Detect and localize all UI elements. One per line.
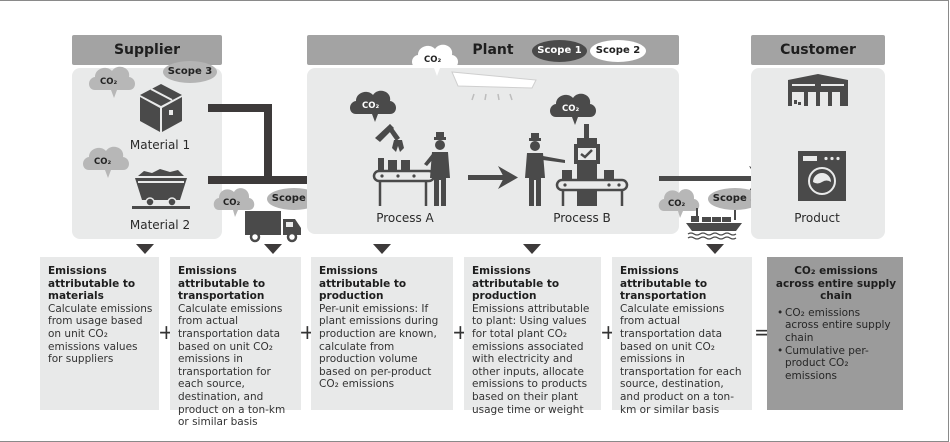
co2-label: CO₂ bbox=[562, 104, 579, 114]
co2-label: CO₂ bbox=[223, 198, 240, 208]
down-arrow-icon bbox=[523, 244, 541, 254]
box-title: Emissions attributable to materials bbox=[48, 265, 136, 303]
box-title: Emissions attributable to production bbox=[319, 265, 407, 303]
scope2-badge: Scope 2 bbox=[590, 40, 646, 62]
box-title: Emissions attributable to production bbox=[472, 265, 560, 303]
co2-label: CO₂ bbox=[94, 157, 111, 167]
co2-label: CO₂ bbox=[424, 55, 441, 65]
supplier-scope-text: Scope 3 bbox=[167, 66, 213, 77]
washing-machine-icon bbox=[798, 151, 846, 201]
process-b-label: Process B bbox=[553, 211, 611, 225]
box-body: Calculate emissions from usage based on … bbox=[48, 302, 153, 366]
total-emissions-box: CO₂ emissions across entire supply chain… bbox=[767, 257, 903, 410]
down-arrow-icon bbox=[706, 244, 724, 254]
emissions-box-production-per-unit: Emissions attributable to production Per… bbox=[311, 257, 453, 410]
box-body: Calculate emissions from actual transpor… bbox=[620, 302, 742, 416]
co2-cloud-icon: CO₂ bbox=[550, 93, 596, 125]
box-title: Emissions attributable to transportation bbox=[178, 265, 266, 303]
down-arrow-icon bbox=[136, 244, 154, 254]
process-a-label: Process A bbox=[376, 211, 434, 225]
scope1-badge: Scope 1 bbox=[532, 40, 587, 62]
inspection-machine-icon bbox=[525, 124, 629, 206]
scope2-text: Scope 2 bbox=[595, 45, 641, 56]
customer-header: Customer bbox=[751, 35, 885, 65]
co2-cloud-icon: CO₂ bbox=[83, 146, 129, 178]
plant-title: Plant bbox=[472, 42, 514, 58]
down-arrow-icon bbox=[264, 244, 282, 254]
box-title: Emissions attributable to transportation bbox=[620, 265, 708, 303]
co2-cloud-icon: CO₂ bbox=[213, 188, 255, 217]
transport2-scope-badge: Scope 3 bbox=[708, 188, 762, 210]
material-1-label: Material 1 bbox=[129, 138, 191, 152]
total-bullet-list: CO₂ emissions across entire supply chain… bbox=[775, 307, 897, 383]
scope1-text: Scope 1 bbox=[537, 45, 582, 56]
material-2-label: Material 2 bbox=[129, 218, 191, 232]
box-body: Per-unit emissions: If plant emissions d… bbox=[319, 302, 439, 391]
emissions-box-materials: Emissions attributable to materials Calc… bbox=[40, 257, 159, 410]
supplier-scope-badge: Scope 3 bbox=[163, 61, 217, 83]
emissions-box-transportation-1: Emissions attributable to transportation… bbox=[170, 257, 301, 428]
transport1-scope-text: Scope 3 bbox=[271, 193, 317, 204]
emissions-box-transportation-2: Emissions attributable to transportation… bbox=[612, 257, 752, 416]
down-arrow-icon bbox=[373, 244, 391, 254]
warehouse-icon bbox=[788, 74, 848, 106]
total-bullet: Cumulative per-product CO₂ emissions bbox=[777, 345, 897, 383]
box-body: Emissions attributable to plant: Using v… bbox=[472, 302, 590, 416]
emissions-box-production-plant: Emissions attributable to production Emi… bbox=[464, 257, 601, 416]
robot-arm-conveyor-icon bbox=[372, 124, 450, 206]
product-label: Product bbox=[794, 211, 840, 225]
co2-label: CO₂ bbox=[362, 101, 379, 111]
box-body: Calculate emissions from actual transpor… bbox=[178, 302, 286, 429]
equals-operator: = bbox=[754, 320, 771, 344]
co2-label: CO₂ bbox=[668, 199, 685, 209]
co2-cloud-icon: CO₂ bbox=[412, 44, 458, 76]
co2-cloud-icon: CO₂ bbox=[658, 189, 700, 218]
truck-icon bbox=[245, 211, 301, 243]
flow-arrow-process-a-to-b bbox=[468, 166, 518, 189]
co2-cloud-icon: CO₂ bbox=[350, 90, 396, 122]
co2-label: CO₂ bbox=[100, 77, 117, 87]
ceiling-light-icon bbox=[451, 71, 537, 101]
cargo-ship-icon bbox=[686, 208, 742, 240]
co2-cloud-icon: CO₂ bbox=[89, 66, 135, 98]
supplier-title: Supplier bbox=[113, 42, 181, 58]
total-title: CO₂ emissions across entire supply chain bbox=[775, 265, 897, 303]
mine-cart-icon bbox=[132, 169, 190, 209]
box-icon bbox=[140, 84, 182, 132]
supplier-header: Supplier bbox=[72, 35, 222, 65]
total-bullet: CO₂ emissions across entire supply chain bbox=[777, 307, 897, 345]
transport2-scope-text: Scope 3 bbox=[712, 193, 758, 204]
customer-title: Customer bbox=[780, 42, 856, 58]
